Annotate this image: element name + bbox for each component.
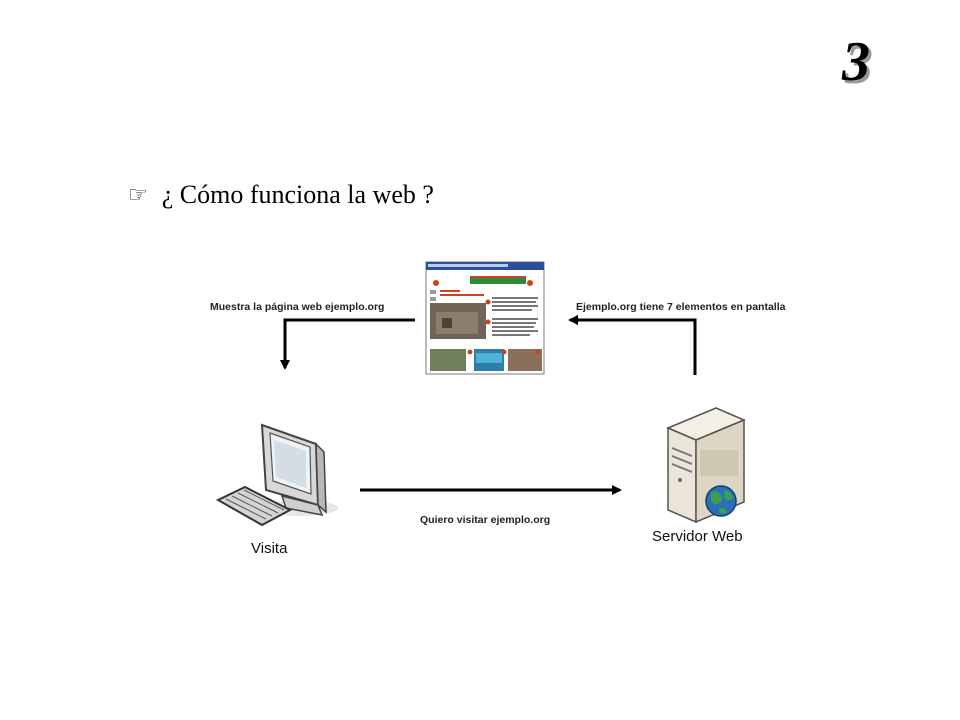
webpage-thumbnail xyxy=(425,261,545,375)
client-label: Visita xyxy=(251,540,288,557)
arrow-from-server xyxy=(568,315,697,375)
server-label: Servidor Web xyxy=(652,528,743,545)
client-computer-icon xyxy=(215,423,338,527)
bullet-text: ¿ Cómo funciona la web ? xyxy=(161,180,434,209)
pointing-hand-icon: ☞ xyxy=(128,182,148,208)
label-request: Quiero visitar ejemplo.org xyxy=(420,514,550,526)
label-show-page: Muestra la página web ejemplo.org xyxy=(210,301,384,313)
arrow-to-client xyxy=(280,318,415,370)
bullet-item: ☞ ¿ Cómo funciona la web ? xyxy=(128,180,434,210)
label-elements: Ejemplo.org tiene 7 elementos en pantall… xyxy=(576,301,786,313)
slide-number: 3 xyxy=(842,31,870,93)
globe-icon xyxy=(705,485,737,517)
